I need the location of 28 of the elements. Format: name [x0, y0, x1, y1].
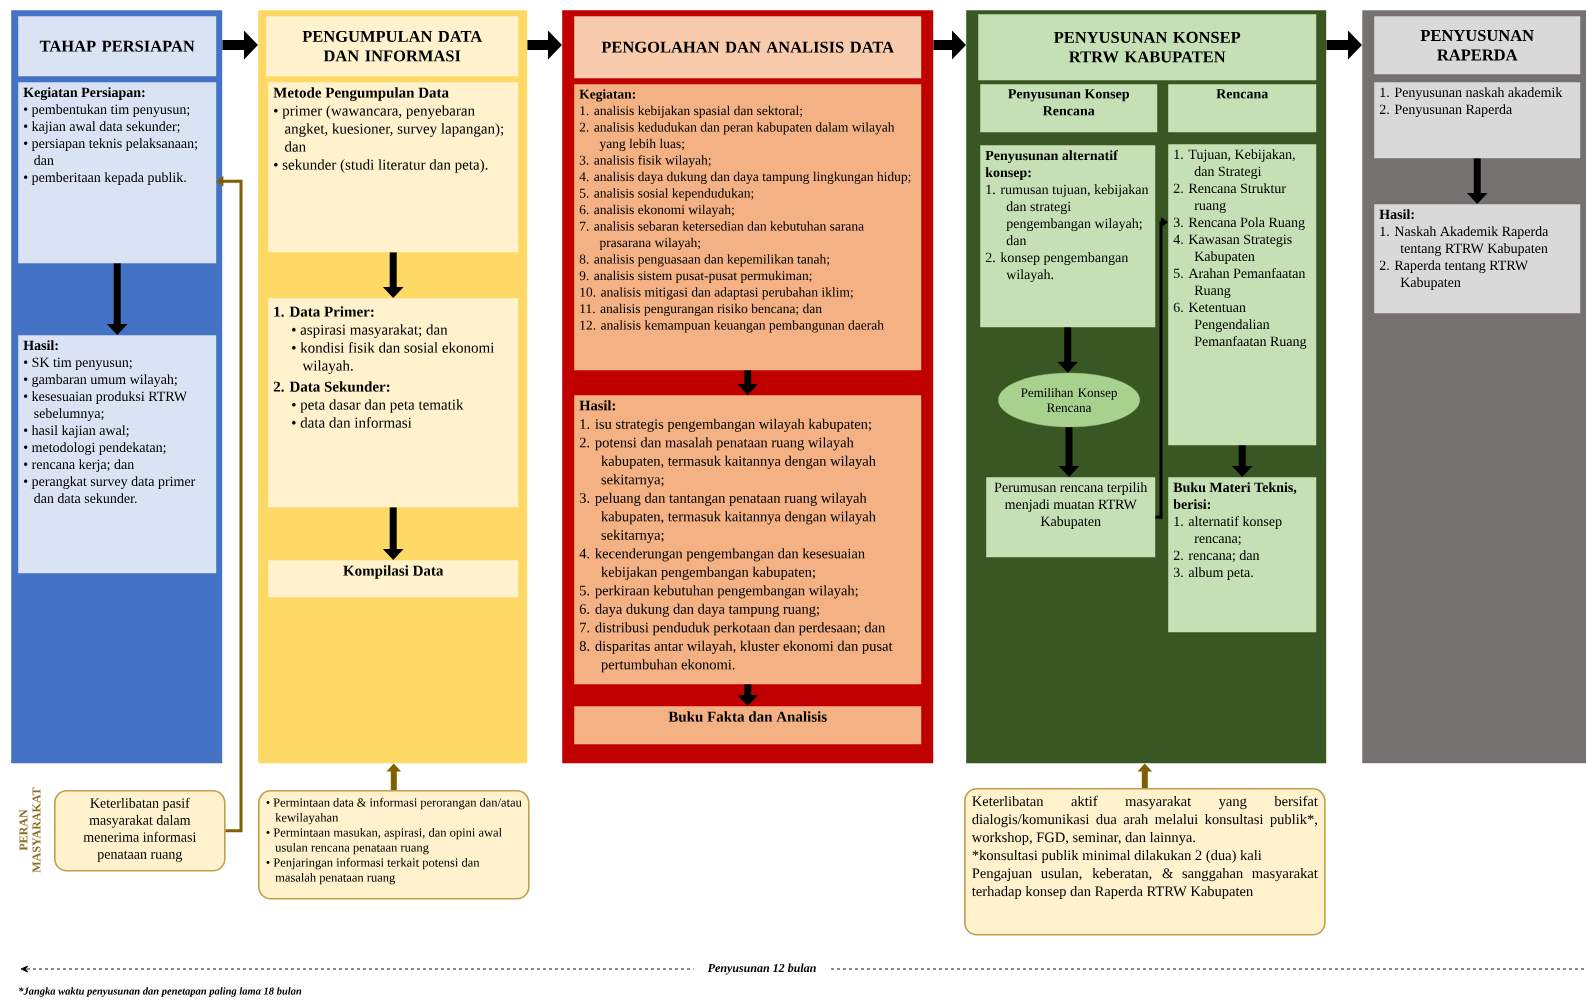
- timeline-label: Penyusunan 12 bulan: [693, 961, 831, 977]
- arrow: [1155, 216, 1168, 519]
- process-box: 1. Data Primer: • aspirasi masyarakat; dan • kondisi fisik dan sosial ekonomi wilayah. 2. Data Sekunder: • peta dasar dan peta tematik • data dan informasi: [268, 298, 519, 508]
- process-box: 1. Tujuan, Kebijakan, dan Strategi 2. Rencana Struktur ruang 3. Rencana Pola Ruang 4. Kawasan Strategis Kabupaten 5. Arahan Pemanfaatan Ruang 6. Ketentuan Pengendalian Pemanfaatan Ruang: [1168, 144, 1317, 446]
- process-box: Rencana: [1168, 84, 1317, 133]
- process-box: Hasil: 1. Naskah Akademik Raperda tentang RTRW Kabupaten 2. Raperda tentang RTRW Kabupaten: [1374, 204, 1581, 314]
- process-box: Buku Materi Teknis, berisi: 1. alternatif konsep rencana; 2. rencana; dan 3. album peta.: [1168, 477, 1317, 633]
- note-box: Keterlibatan aktif masyarakat yang bersifat dialogis/komunikasi dua arah melalui konsultasi publik*, workshop, FGD, seminar, dan lainnya. *konsultasi publik minimal dilakukan 2 (dua) kali Pengajuan usulan, keberatan, & sanggahan masyarakat terhadap konsep dan Raperda RTRW Kabupaten: [964, 788, 1326, 936]
- process-box: 1. Penyusunan naskah akademik 2. Penyusunan Raperda: [1374, 82, 1581, 159]
- process-box: Hasil: 1. isu strategis pengembangan wilayah kabupaten; 2. potensi dan masalah penataan ruang wilayah kabupaten, termasuk kaitannya dengan wilayah sekitarnya; 3. peluang dan tantangan penataan ruang wilayah kabupaten, termasuk kaitannya dengan wilayah sekitarnya; 4. kecenderungan pengembangan dan kesesuaian kebijakan pengembangan kabupaten; 5. perkiraan kebutuhan pengembangan wilayah; 6. daya dukung dan daya tampung ruang; 7. distribusi penduduk perkotaan dan perdesaan; dan 8. disparitas antar wilayah, kluster ekonomi dan pusat pertumbuhan ekonomi.: [574, 395, 922, 685]
- note-box: • Permintaan data & informasi perorangan dan/atau kewilayahan • Permintaan masukan, aspirasi, dan opini awal usulan rencana penataan ruang • Penjaringan informasi terkait potensi dan masalah penataan ruang: [258, 790, 530, 900]
- process-box: Perumusan rencana terpilih menjadi muatan RTRW Kabupaten: [986, 477, 1156, 558]
- column-header: PENYUSUNAN KONSEP RTRW KABUPATEN: [978, 14, 1317, 81]
- process-box: Kegiatan Persiapan: • pembentukan tim penyusun; • kajian awal data sekunder; • persiapan teknis pelaksanaan; dan • pemberitaan kepada publik.: [18, 82, 217, 264]
- process-box: Kegiatan: 1. analisis kebijakan spasial dan sektoral; 2. analisis kedudukan dan peran kabupaten dalam wilayah yang lebih luas; 3. analisis fisik wilayah; 4. analisis daya dukung dan daya tampung lingkungan hidup; 5. analisis sosial kependudukan; 6. analisis ekonomi wilayah; 7. analisis sebaran ketersedian dan kebutuhan sarana prasarana wilayah; 8. analisis penguasaan dan kepemilikan tanah; 9. analisis sistem pusat-pusat permukiman; 10. analisis mitigasi dan adaptasi perubahan iklim; 11. analisis pengurangan risiko bencana; dan 12. analisis kemampuan keuangan pembangunan daerah: [574, 84, 922, 371]
- column-header: PENYUSUNAN RAPERDA: [1374, 16, 1581, 75]
- column-header: PENGOLAHAN DAN ANALISIS DATA: [574, 16, 922, 79]
- side-label: PERAN MASYARAKAT: [19, 787, 41, 873]
- process-box: Hasil: • SK tim penyusun; • gambaran umum wilayah; • kesesuaian produksi RTRW sebelumnya; • hasil kajian awal; • metodologi pendekatan; • rencana kerja; dan • perangkat survey data primer dan data sekunder.: [18, 335, 217, 574]
- column-header: PENGUMPULAN DATA DAN INFORMASI: [266, 16, 519, 77]
- process-box: Metode Pengumpulan Data • primer (wawancara, penyebaran angket, kuesioner, survey lapangan); dan • sekunder (studi literatur dan peta).: [268, 82, 519, 253]
- process-box: Kompilasi Data: [268, 560, 519, 598]
- footnote: *Jangka waktu penyusunan dan penetapan paling lama 18 bulan: [19, 987, 302, 997]
- process-box: Penyusunan alternatif konsep: 1. rumusan tujuan, kebijakan dan strategi pengembangan wilayah; dan 2. konsep pengembangan wilayah.: [980, 145, 1156, 328]
- note-box: Keterlibatan pasif masyarakat dalam menerima informasi penataan ruang: [54, 790, 226, 872]
- process-box: Buku Fakta dan Analisis: [574, 706, 922, 745]
- process-box: Penyusunan Konsep Rencana: [980, 84, 1158, 133]
- column-header: TAHAP PERSIAPAN: [18, 16, 217, 77]
